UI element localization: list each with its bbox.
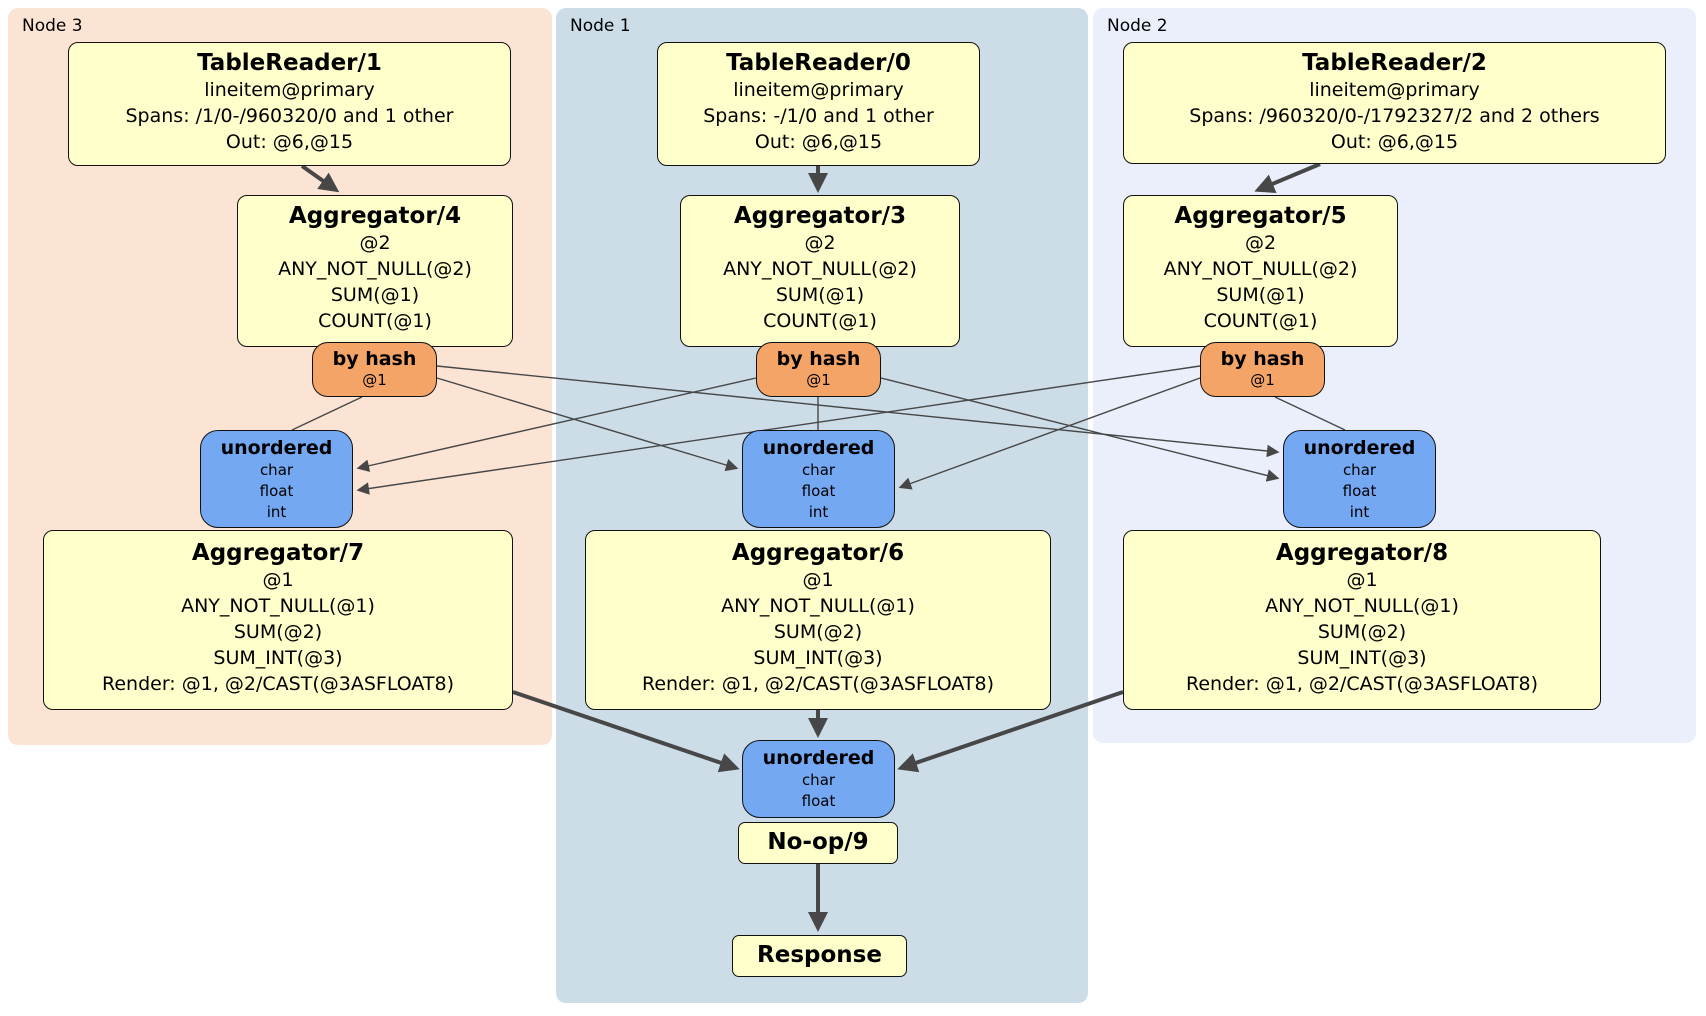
aggregator-render: Render: @1, @2/CAST(@3ASFLOAT8) xyxy=(642,673,994,695)
processor-aggregator-6: Aggregator/6 @1 ANY_NOT_NULL(@1) SUM(@2)… xyxy=(585,530,1051,710)
aggregator-fn: COUNT(@1) xyxy=(1203,310,1318,332)
table-reader-spans: Spans: /1/0-/960320/0 and 1 other xyxy=(125,105,454,127)
node-3-label: Node 3 xyxy=(22,16,83,36)
processor-aggregator-7: Aggregator/7 @1 ANY_NOT_NULL(@1) SUM(@2)… xyxy=(43,530,513,710)
aggregator-fn: SUM(@2) xyxy=(773,621,863,643)
sync-column: char xyxy=(1342,461,1377,479)
sync-title: unordered xyxy=(1303,437,1416,459)
aggregator-render: Render: @1, @2/CAST(@3ASFLOAT8) xyxy=(102,673,454,695)
aggregator-fn: ANY_NOT_NULL(@2) xyxy=(1163,258,1358,280)
router-hash-columns: @1 xyxy=(1250,371,1275,389)
sync-column: int xyxy=(266,503,287,521)
router-hash-columns: @1 xyxy=(362,371,387,389)
processor-title: No-op/9 xyxy=(767,829,869,855)
unordered-sync-node3: unordered char float int xyxy=(200,430,353,528)
response-title: Response xyxy=(757,942,882,968)
processor-aggregator-8: Aggregator/8 @1 ANY_NOT_NULL(@1) SUM(@2)… xyxy=(1123,530,1601,710)
router-title: by hash xyxy=(1220,348,1305,370)
sync-column: char xyxy=(801,461,836,479)
unordered-sync-node1: unordered char float int xyxy=(742,430,895,528)
sync-column: char xyxy=(801,771,836,789)
table-reader-index: lineitem@primary xyxy=(1309,79,1480,101)
processor-tablereader-2: TableReader/2 lineitem@primary Spans: /9… xyxy=(1123,42,1666,164)
sync-title: unordered xyxy=(220,437,333,459)
aggregator-render: Render: @1, @2/CAST(@3ASFLOAT8) xyxy=(1186,673,1538,695)
aggregator-fn: SUM(@1) xyxy=(330,284,420,306)
sync-column: char xyxy=(259,461,294,479)
aggregator-fn: SUM_INT(@3) xyxy=(753,647,883,669)
processor-title: Aggregator/4 xyxy=(288,203,462,229)
processor-title: Aggregator/6 xyxy=(731,540,905,566)
table-reader-spans: Spans: /960320/0-/1792327/2 and 2 others xyxy=(1189,105,1600,127)
table-reader-out: Out: @6,@15 xyxy=(225,131,354,153)
unordered-sync-node2: unordered char float int xyxy=(1283,430,1436,528)
aggregator-fn: SUM(@2) xyxy=(1317,621,1407,643)
sync-title: unordered xyxy=(762,747,875,769)
sync-column: float xyxy=(801,792,836,810)
processor-title: Aggregator/7 xyxy=(191,540,365,566)
sync-column: int xyxy=(1349,503,1370,521)
hash-router-node3: by hash @1 xyxy=(312,342,437,397)
table-reader-index: lineitem@primary xyxy=(204,79,375,101)
node-1-label: Node 1 xyxy=(570,16,631,36)
processor-tablereader-1: TableReader/1 lineitem@primary Spans: /1… xyxy=(68,42,511,166)
processor-tablereader-0: TableReader/0 lineitem@primary Spans: -/… xyxy=(657,42,980,166)
processor-title: Aggregator/3 xyxy=(733,203,907,229)
aggregator-group-cols: @2 xyxy=(804,232,836,254)
aggregator-fn: ANY_NOT_NULL(@1) xyxy=(721,595,915,617)
processor-title: Aggregator/5 xyxy=(1174,203,1347,229)
processor-aggregator-4: Aggregator/4 @2 ANY_NOT_NULL(@2) SUM(@1)… xyxy=(237,195,513,347)
aggregator-fn: ANY_NOT_NULL(@1) xyxy=(181,595,375,617)
aggregator-fn: SUM(@1) xyxy=(775,284,865,306)
router-title: by hash xyxy=(776,348,861,370)
processor-aggregator-3: Aggregator/3 @2 ANY_NOT_NULL(@2) SUM(@1)… xyxy=(680,195,960,347)
aggregator-fn: ANY_NOT_NULL(@2) xyxy=(278,258,472,280)
hash-router-node1: by hash @1 xyxy=(756,342,881,397)
table-reader-index: lineitem@primary xyxy=(733,79,904,101)
processor-title: Aggregator/8 xyxy=(1275,540,1449,566)
aggregator-group-cols: @1 xyxy=(262,569,294,591)
aggregator-group-cols: @2 xyxy=(359,232,391,254)
aggregator-fn: ANY_NOT_NULL(@2) xyxy=(723,258,917,280)
response-box: Response xyxy=(732,935,907,977)
aggregator-fn: SUM_INT(@3) xyxy=(1297,647,1427,669)
sync-column: int xyxy=(808,503,829,521)
aggregator-group-cols: @2 xyxy=(1244,232,1277,254)
aggregator-fn: COUNT(@1) xyxy=(318,310,432,332)
aggregator-fn: SUM(@1) xyxy=(1216,284,1305,306)
aggregator-group-cols: @1 xyxy=(1346,569,1378,591)
processor-aggregator-5: Aggregator/5 @2 ANY_NOT_NULL(@2) SUM(@1)… xyxy=(1123,195,1398,347)
node-2-label: Node 2 xyxy=(1107,16,1168,36)
sync-column: float xyxy=(1342,482,1377,500)
router-title: by hash xyxy=(332,348,417,370)
aggregator-fn: ANY_NOT_NULL(@1) xyxy=(1265,595,1459,617)
aggregator-fn: SUM(@2) xyxy=(233,621,323,643)
processor-title: TableReader/2 xyxy=(1302,50,1487,76)
sync-column: float xyxy=(259,482,294,500)
table-reader-spans: Spans: -/1/0 and 1 other xyxy=(703,105,934,127)
sync-title: unordered xyxy=(762,437,875,459)
table-reader-out: Out: @6,@15 xyxy=(1330,131,1459,153)
aggregator-group-cols: @1 xyxy=(802,569,834,591)
router-hash-columns: @1 xyxy=(806,371,831,389)
hash-router-node2: by hash @1 xyxy=(1200,342,1325,397)
aggregator-fn: COUNT(@1) xyxy=(763,310,877,332)
aggregator-fn: SUM_INT(@3) xyxy=(213,647,343,669)
processor-title: TableReader/0 xyxy=(726,50,911,76)
sync-column: float xyxy=(801,482,836,500)
unordered-sync-final: unordered char float xyxy=(742,740,895,818)
table-reader-out: Out: @6,@15 xyxy=(754,131,883,153)
processor-title: TableReader/1 xyxy=(197,50,382,76)
processor-noop-9: No-op/9 xyxy=(738,822,898,864)
